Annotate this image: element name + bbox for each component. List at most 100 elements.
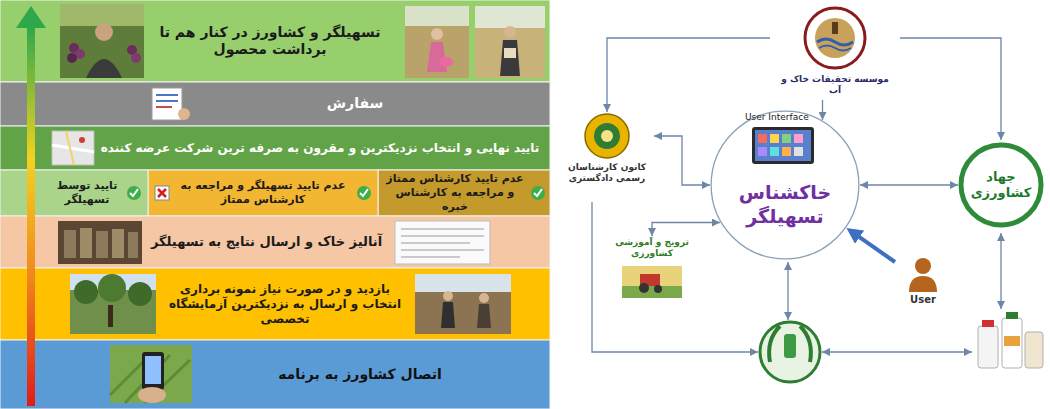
phone-photo — [110, 345, 192, 403]
report-photo — [401, 236, 484, 237]
org-logo-node: موسسه تحقیقات خاک و آب — [770, 4, 900, 100]
tablet-icon — [770, 134, 779, 143]
field-photo — [504, 26, 516, 38]
extension-picture — [622, 266, 682, 298]
tablet-icon — [755, 130, 811, 161]
node-text: بازدید و در صورت نیاز نمونه برداری انتخا… — [160, 282, 410, 327]
node-text: تسهیلگر و کشاورز در کنار هم تا برداشت مح… — [150, 24, 390, 59]
emblem-logo — [784, 334, 796, 358]
connector — [652, 223, 720, 237]
harvest-photo — [67, 53, 77, 63]
sampling-photo — [441, 302, 455, 328]
field-photo — [405, 6, 469, 78]
sampling-photo — [415, 274, 511, 334]
connector — [654, 136, 710, 185]
report-photo — [395, 221, 490, 264]
products-picture — [978, 312, 1043, 368]
node-text: آنالیز خاک و ارسال نتایج به تسهیلگر — [151, 234, 382, 250]
phone-photo — [145, 356, 161, 384]
soil-samples-photo — [112, 229, 124, 258]
connector — [607, 38, 770, 112]
band-fill — [0, 170, 148, 216]
connector — [860, 184, 958, 185]
orchard-photo — [128, 282, 152, 306]
orchard-photo — [98, 274, 126, 302]
order-icon — [152, 88, 182, 120]
sampling-photo — [479, 293, 489, 303]
orchard-photo — [108, 305, 113, 327]
products-picture — [1025, 332, 1043, 368]
products-picture — [1002, 318, 1022, 368]
swri-logo — [805, 8, 865, 68]
decor-wire — [787, 262, 788, 320]
check-icon — [360, 189, 368, 196]
stage-band: آنالیز خاک و ارسال نتایج به تسهیلگر — [0, 216, 550, 268]
emblem-logo — [800, 326, 811, 362]
check-icon — [357, 186, 371, 200]
node-text: User — [910, 294, 936, 307]
report-photo — [401, 243, 470, 244]
orchard-photo — [74, 280, 98, 304]
connector — [900, 38, 1001, 140]
sampling-photo — [415, 274, 511, 292]
tablet-icon — [770, 147, 779, 156]
check-icon — [531, 186, 545, 200]
tablet-icon — [782, 134, 791, 143]
kanoon-logo — [601, 130, 613, 142]
decor-wire — [592, 202, 758, 352]
field-photo — [405, 6, 469, 78]
orchard-photo — [70, 274, 156, 334]
org-logo-node: جهاد کشاورزی — [958, 140, 1044, 230]
field-photo — [431, 28, 443, 40]
field-photo — [500, 40, 520, 76]
soil-samples-photo — [58, 221, 142, 264]
band-fill — [0, 340, 550, 409]
phone-photo — [110, 355, 190, 403]
swri-logo — [817, 39, 853, 45]
check-icon — [357, 186, 371, 200]
field-photo — [504, 48, 516, 58]
node-text: موسسه تحقیقات خاک و آب — [774, 74, 896, 97]
node-text: تایید توسط تسهیلگر — [48, 179, 126, 207]
swri-logo — [819, 46, 851, 51]
stage-band: تسهیلگر و کشاورز در کنار هم تا برداشت مح… — [0, 0, 550, 82]
harvest-photo — [86, 59, 122, 78]
user-icon — [915, 258, 931, 274]
user-icon — [909, 276, 937, 292]
phone-photo — [138, 387, 166, 403]
node-text: اتصال کشاورز به برنامه — [278, 366, 442, 384]
cross-icon — [155, 186, 169, 200]
field-photo — [475, 6, 545, 28]
circle-outline — [711, 111, 859, 259]
products-picture — [1004, 336, 1020, 346]
tablet-icon — [752, 127, 814, 164]
check-icon — [127, 186, 141, 200]
decision-box: تایید توسط تسهیلگر — [0, 170, 148, 216]
kanoon-logo — [585, 114, 629, 158]
connector — [853, 233, 895, 262]
report-photo — [401, 250, 484, 251]
stage-band: بازدید و در صورت نیاز نمونه برداری انتخا… — [0, 268, 550, 340]
band-fill — [148, 170, 378, 216]
order-icon — [156, 100, 178, 102]
harvest-photo — [95, 23, 113, 41]
progress-arrow — [27, 26, 35, 406]
extension-picture — [654, 285, 662, 293]
stage-band: سفارش — [0, 82, 550, 126]
node-text: سفارش — [327, 95, 383, 113]
soil-samples-photo — [128, 232, 138, 258]
map-icon — [66, 131, 74, 165]
field-photo — [475, 6, 545, 78]
tablet-icon — [752, 127, 814, 164]
sampling-photo — [415, 274, 511, 334]
phone-photo — [142, 352, 164, 390]
tablet-icon — [758, 147, 767, 156]
circle-outline — [961, 145, 1041, 225]
progress-arrow — [16, 6, 46, 406]
node-text: عدم تایید تسهیلگر و مراجعه به کارشناس مم… — [174, 179, 352, 207]
check-icon — [534, 189, 542, 196]
extension-picture — [622, 266, 682, 298]
harvest-photo — [131, 53, 141, 63]
order-icon — [156, 94, 178, 96]
